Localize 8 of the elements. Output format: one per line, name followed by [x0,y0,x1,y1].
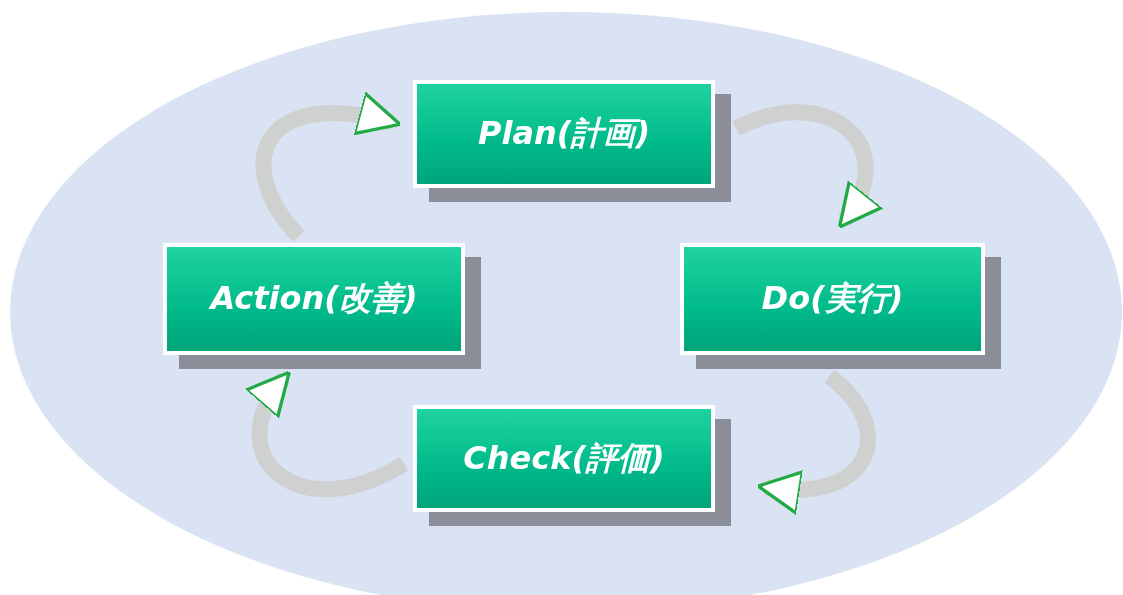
curved-arrow [756,370,876,513]
box-label: Do(実行) [761,278,904,319]
curved-arrow [245,370,408,498]
box-label: Plan(計画) [477,113,650,154]
curved-arrow [732,104,883,230]
box-label: Action(改善) [210,278,418,319]
box-label: Check(評価) [463,437,665,479]
curved-arrow [255,93,402,242]
